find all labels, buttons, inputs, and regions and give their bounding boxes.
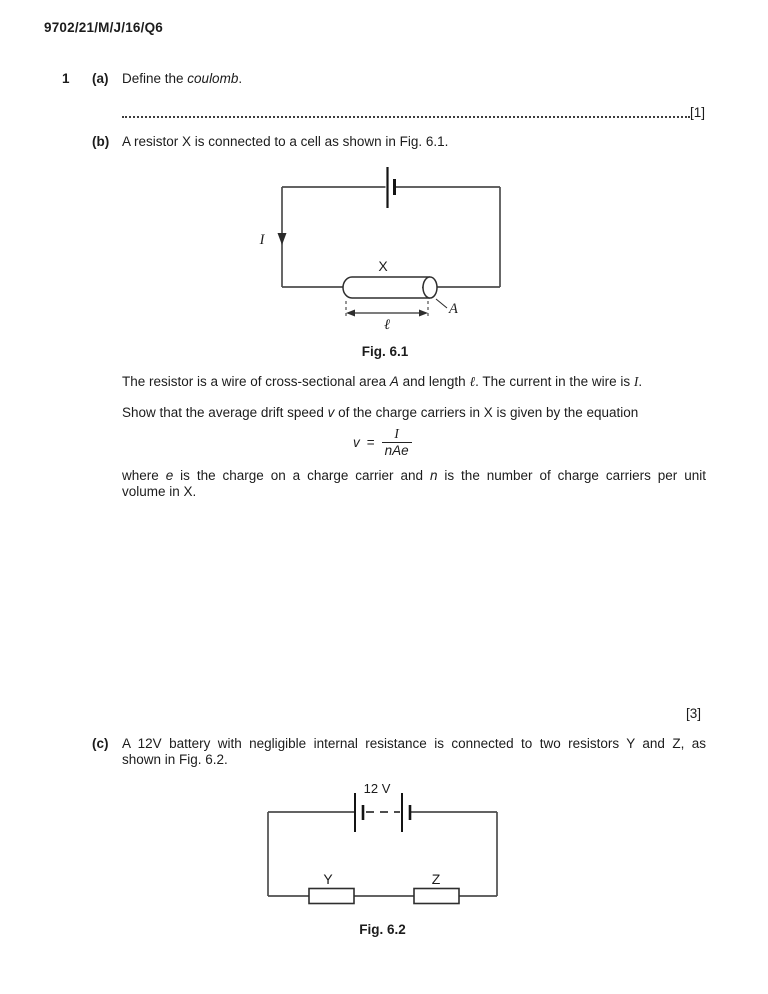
battery-voltage-label: 12 V xyxy=(364,781,391,796)
equation-numerator: I xyxy=(394,426,399,441)
var-e: e xyxy=(165,468,174,483)
answer-line: [1] xyxy=(122,104,705,120)
resistor-y-label: Y xyxy=(323,871,333,887)
equation-fraction: I nAe xyxy=(381,426,412,458)
var-A: A xyxy=(389,374,399,389)
text: and length xyxy=(398,374,470,389)
length-label: ℓ xyxy=(384,317,390,333)
area-label: A xyxy=(448,301,458,317)
part-a-marks: [1] xyxy=(689,105,705,120)
equation-v: v xyxy=(353,435,360,450)
paragraph-where-line2: volume in X. xyxy=(122,483,197,499)
cell-symbol xyxy=(386,167,396,208)
text: The resistor is a wire of cross-sectiona… xyxy=(122,374,390,389)
part-c-line1: A 12V battery with negligible internal r… xyxy=(122,736,706,751)
paragraph-where: where e is the charge on a charge carrie… xyxy=(122,468,706,500)
text: Show that the average drift speed xyxy=(122,405,328,420)
dimension-arrow-right-icon xyxy=(419,309,428,317)
current-arrow-icon xyxy=(277,233,287,245)
part-a-label: (a) xyxy=(92,71,109,86)
equation-equals: = xyxy=(366,435,375,450)
var-n: n xyxy=(429,468,438,483)
text: is the charge on a charge carrier and xyxy=(173,468,430,483)
equation-denominator: nAe xyxy=(381,442,412,458)
text: is the number of charge carriers per uni… xyxy=(437,468,706,483)
part-c-intro: A 12V battery with negligible internal r… xyxy=(122,736,706,768)
drift-speed-equation: v = I nAe xyxy=(346,427,412,458)
current-label: I xyxy=(259,232,266,248)
figure-6-2-caption: Fig. 6.2 xyxy=(359,922,406,937)
part-b-intro: A resistor X is connected to a cell as s… xyxy=(122,134,449,149)
paragraph-where-line1: where e is the charge on a charge carrie… xyxy=(122,468,706,484)
figure-6-1-circuit: I X A ℓ xyxy=(259,167,501,333)
var-l: ℓ xyxy=(469,374,476,389)
part-a-prompt: Define the coulomb. xyxy=(122,71,242,86)
dimension-arrow-left-icon xyxy=(346,309,355,317)
figure-6-2-circuit: 12 V Y Z xyxy=(267,781,498,905)
paragraph-show: Show that the average drift speed v of t… xyxy=(122,405,682,421)
part-a-period: . xyxy=(238,71,243,86)
resistor-z-box xyxy=(413,887,460,905)
battery-symbol xyxy=(354,793,412,832)
part-a-text: Define the xyxy=(122,71,188,86)
text: . The current in the wire is xyxy=(475,374,634,389)
paragraph-resistor: The resistor is a wire of cross-sectiona… xyxy=(122,374,682,390)
circuit-wires xyxy=(281,186,501,288)
text: . xyxy=(638,374,643,389)
resistor-y-box xyxy=(308,887,355,905)
part-c-line2: shown in Fig. 6.2. xyxy=(122,752,228,768)
var-v: v xyxy=(327,405,335,420)
resistor-x-label: X xyxy=(378,258,388,274)
text: where xyxy=(122,468,166,483)
part-c-label: (c) xyxy=(92,736,109,751)
figure-6-1-caption: Fig. 6.1 xyxy=(361,344,409,359)
cross-section-ellipse xyxy=(422,276,438,299)
part-b-label: (b) xyxy=(92,134,110,149)
question-number: 1 xyxy=(62,71,70,86)
length-dimension xyxy=(345,301,429,318)
dotted-answer-rule xyxy=(122,104,690,118)
resistor-cylinder xyxy=(342,276,438,299)
var-I: I xyxy=(633,374,639,389)
paper-code: 9702/21/M/J/16/Q6 xyxy=(44,20,163,35)
text: of the charge carriers in X is given by … xyxy=(334,405,639,420)
area-pointer-line xyxy=(435,298,448,309)
cylinder-body xyxy=(342,276,430,299)
circuit-wires xyxy=(267,811,498,897)
resistor-z-label: Z xyxy=(432,871,441,887)
part-a-term: coulomb xyxy=(187,71,239,86)
part-b-marks: [3] xyxy=(686,706,702,721)
resistors xyxy=(308,887,460,905)
